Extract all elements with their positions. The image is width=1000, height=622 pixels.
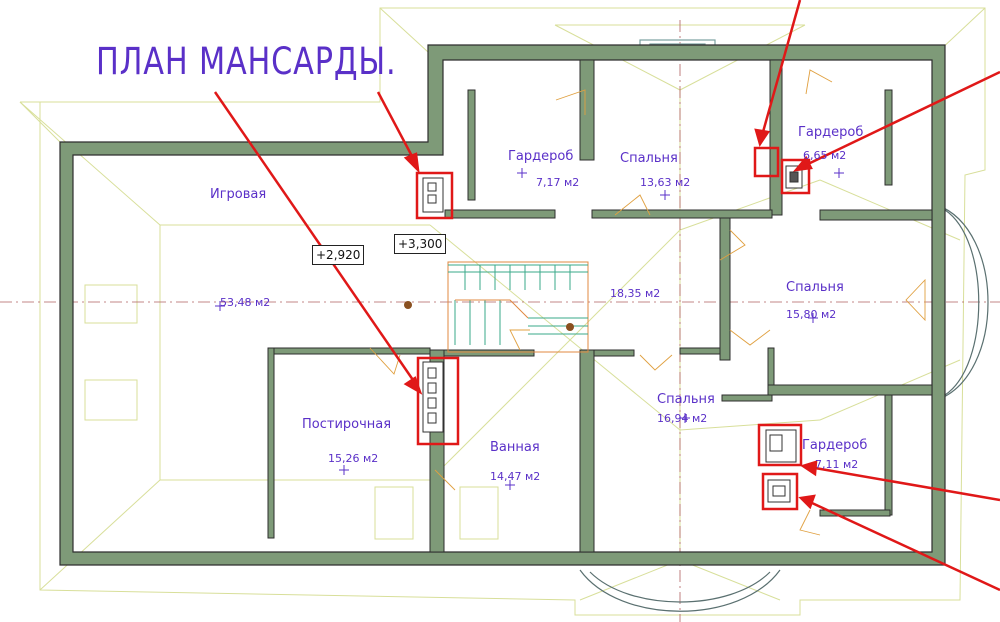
room-name-spalnya3: Спальня bbox=[657, 392, 715, 407]
bay-windows bbox=[579, 39, 989, 612]
flue-units bbox=[422, 165, 803, 503]
room-markers bbox=[215, 168, 844, 490]
level-mark-right: +3,300 bbox=[394, 234, 447, 254]
highlight-boxes bbox=[415, 146, 811, 511]
room-area-igrovaya: 53,48 м2 bbox=[220, 296, 270, 309]
level-mark-left: +2,920 bbox=[312, 245, 365, 265]
room-name-garderob2: Гардероб bbox=[798, 125, 863, 140]
callout-arrows bbox=[213, 0, 1000, 592]
room-name-spalnya1: Спальня bbox=[620, 151, 678, 166]
room-area-spalnya1: 13,63 м2 bbox=[640, 176, 690, 189]
room-area-hall: 18,35 м2 bbox=[610, 287, 660, 300]
plan-title: ПЛАН МАНСАРДЫ. bbox=[96, 40, 397, 83]
room-name-igrovaya: Игровая bbox=[210, 187, 266, 202]
room-area-spalnya3: 16,94 м2 bbox=[657, 412, 707, 425]
room-name-spalnya2: Спальня bbox=[786, 280, 844, 295]
room-name-garderob3: Гардероб bbox=[802, 438, 867, 453]
stair-posts bbox=[404, 301, 574, 331]
room-labels: Игровая 53,48 м2 Гардероб 7,17 м2 Спальн… bbox=[210, 125, 867, 483]
roof-outline bbox=[19, 7, 986, 616]
doors bbox=[369, 69, 926, 536]
room-name-postirochnaya: Постирочная bbox=[302, 417, 391, 432]
room-area-spalnya2: 15,80 м2 bbox=[786, 308, 836, 321]
room-area-garderob2: 6,65 м2 bbox=[803, 149, 846, 162]
room-name-garderob1: Гардероб bbox=[508, 149, 573, 164]
room-name-vannaya: Ванная bbox=[490, 440, 540, 455]
staircase bbox=[447, 261, 589, 353]
room-area-garderob3: 7,11 м2 bbox=[815, 458, 858, 471]
exterior-walls bbox=[59, 44, 946, 566]
room-area-postirochnaya: 15,26 м2 bbox=[328, 452, 378, 465]
room-area-garderob1: 7,17 м2 bbox=[536, 176, 579, 189]
room-area-vannaya: 14,47 м2 bbox=[490, 470, 540, 483]
